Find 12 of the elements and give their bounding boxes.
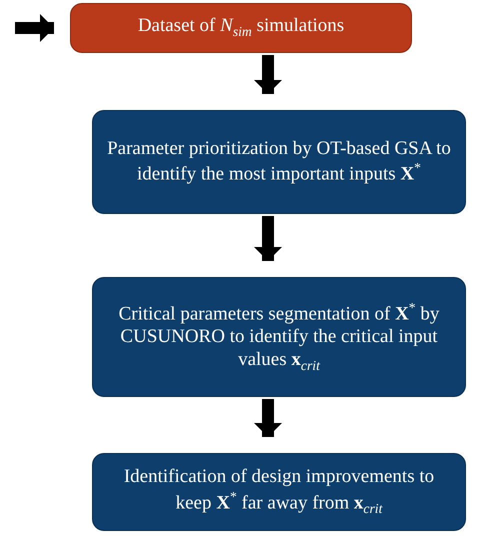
block-arrow xyxy=(254,216,282,261)
step-text: Dataset of N$_{sim}$ simulations xyxy=(138,15,344,41)
step-text: Identification of design improvements to keep X$^{*}$ far away from x$_{crit}$ xyxy=(122,466,436,518)
process-box xyxy=(92,110,466,214)
block-arrow xyxy=(15,14,54,42)
process-box xyxy=(70,3,412,53)
block-arrow xyxy=(254,55,282,94)
process-box xyxy=(92,453,466,531)
step-text: Parameter prioritization by OT-based GSA to identify the most important inputs X$^{*}$ xyxy=(107,138,451,186)
block-arrow xyxy=(254,399,282,437)
process-box xyxy=(92,277,466,397)
step-text: Critical parameters segmentation of X$^{*}$ by CUSUNORO to identify the critical input values x$_{crit}$ xyxy=(118,300,440,374)
